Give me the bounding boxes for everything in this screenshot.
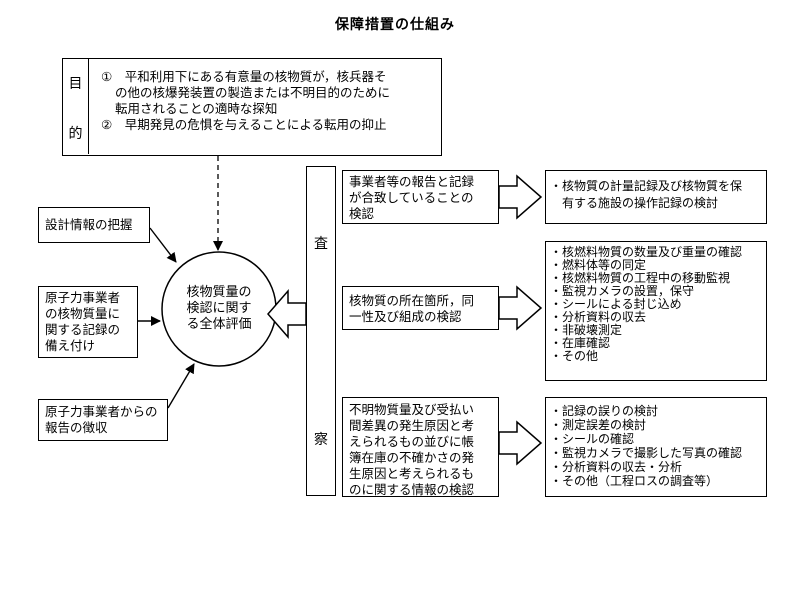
detail-location-item: 分析資料の収去 <box>550 311 762 324</box>
detail-location-item: 燃料体等の同定 <box>550 259 762 272</box>
check3-line-6: のに関する情報の検認 <box>349 482 475 497</box>
purpose-label-column: 目 的 <box>63 59 89 154</box>
evaluation-line-2: 検認に関す <box>186 301 252 316</box>
records-box: 原子力事業者 の核物質量に 関する記録の 備え付け <box>38 286 138 358</box>
detail-muf-item: シールの確認 <box>550 432 762 446</box>
records-line-1: 原子力事業者 <box>45 290 121 305</box>
evaluation-line-1: 核物質量の <box>186 285 252 300</box>
overall-evaluation-text: 核物質量の 検認に関す る全体評価 <box>166 285 272 333</box>
check-box-location: 核物質の所在箇所，同 一性及び組成の検認 <box>342 286 499 330</box>
inspection-char-1: 査 <box>314 236 328 252</box>
detail-box-muf: 記録の誤りの検討 測定誤差の検討 シールの確認 監視カメラで撮影した写真の確認 … <box>545 397 767 497</box>
check2-line-2: 一性及び組成の検認 <box>349 309 462 324</box>
detail-location-item: 核燃料物質の数量及び重量の確認 <box>550 246 762 259</box>
purpose-box: 目 的 ① 平和利用下にある有意量の核物質が，核兵器そ の他の核爆発装置の製造ま… <box>62 58 442 156</box>
detail-list-records: 核物質の計量記録及び核物質を保 <box>550 178 762 195</box>
detail-muf-item: 監視カメラで撮影した写真の確認 <box>550 446 762 460</box>
purpose-text: ① 平和利用下にある有意量の核物質が，核兵器そ の他の核爆発装置の製造または不明… <box>101 69 437 133</box>
inspection-char-2: 察 <box>314 432 328 448</box>
detail-location-item: 在庫確認 <box>550 337 762 350</box>
detail-location-item: 核燃料物質の工程中の移動監視 <box>550 272 762 285</box>
purpose-label-bottom: 的 <box>68 126 83 142</box>
arrow-design-to-circle <box>149 227 177 263</box>
evaluation-line-3: る全体評価 <box>186 317 252 332</box>
purpose-line-1: ① 平和利用下にある有意量の核物質が，核兵器そ <box>101 69 387 84</box>
records-line-3: 関する記録の <box>45 322 121 337</box>
inspection-box: 査 察 <box>306 166 336 496</box>
diagram-title: 保障措置の仕組み <box>335 17 455 33</box>
design-info-box: 設計情報の把握 <box>38 207 150 243</box>
detail-muf-item: その他（工程ロスの調査等） <box>550 474 762 488</box>
detail-records-item-cont: 有する施設の操作記録の検討 <box>562 196 719 210</box>
reports-line-2: 報告の徴収 <box>45 420 108 435</box>
check-box-muf: 不明物質量及び受払い 間差異の発生原因と考 えられるもの並びに帳 簿在庫の不確か… <box>342 397 499 497</box>
design-info-label: 設計情報の把握 <box>45 217 133 232</box>
hollow-arrow-check1 <box>498 174 543 220</box>
detail-box-location: 核燃料物質の数量及び重量の確認 燃料体等の同定 核燃料物質の工程中の移動監視 監… <box>545 241 767 381</box>
reports-line-1: 原子力事業者からの <box>45 404 158 419</box>
arrow-reports-to-circle <box>167 363 195 409</box>
check-box-reports: 事業者等の報告と記録 が合致していることの 検認 <box>342 170 499 224</box>
check3-line-2: 間差異の発生原因と考 <box>349 418 475 433</box>
check3-line-1: 不明物質量及び受払い <box>349 402 475 417</box>
records-line-4: 備え付け <box>45 338 96 353</box>
detail-box-records: 核物質の計量記録及び核物質を保 有する施設の操作記録の検討 <box>545 170 767 224</box>
hollow-arrow-to-circle <box>267 288 307 340</box>
purpose-line-4: ② 早期発見の危惧を与えることによる転用の抑止 <box>101 117 387 132</box>
detail-location-item: 非破壊測定 <box>550 324 762 337</box>
hollow-arrow-check3 <box>498 420 543 466</box>
reports-box: 原子力事業者からの 報告の徴収 <box>38 399 168 441</box>
check3-line-5: 生原因と考えられるも <box>349 466 475 481</box>
check2-line-1: 核物質の所在箇所，同 <box>349 293 475 308</box>
purpose-line-3: 転用されることの適時な探知 <box>115 101 278 116</box>
check3-line-3: えられるもの並びに帳 <box>349 434 475 449</box>
detail-location-item: その他 <box>550 350 762 363</box>
check3-line-4: 簿在庫の不確かさの発 <box>349 450 475 465</box>
detail-location-item: 監視カメラの設置，保守 <box>550 285 762 298</box>
check1-line-3: 検認 <box>349 206 375 221</box>
detail-list-muf: 記録の誤りの検討 測定誤差の検討 シールの確認 監視カメラで撮影した写真の確認 … <box>550 404 762 488</box>
hollow-arrow-check2 <box>498 285 543 331</box>
records-line-2: の核物質量に <box>45 306 121 321</box>
check1-line-1: 事業者等の報告と記録 <box>349 174 475 189</box>
detail-records-item: 核物質の計量記録及び核物質を保 <box>550 178 762 195</box>
purpose-label-top: 目 <box>68 76 83 92</box>
purpose-line-2: の他の核爆発装置の製造または不明目的のために <box>115 85 391 100</box>
detail-location-item: シールによる封じ込め <box>550 298 762 311</box>
detail-list-location: 核燃料物質の数量及び重量の確認 燃料体等の同定 核燃料物質の工程中の移動監視 監… <box>550 246 762 363</box>
detail-muf-item: 分析資料の収去・分析 <box>550 460 762 474</box>
detail-muf-item: 測定誤差の検討 <box>550 418 762 432</box>
check1-line-2: が合致していることの <box>349 190 474 205</box>
detail-muf-item: 記録の誤りの検討 <box>550 404 762 418</box>
